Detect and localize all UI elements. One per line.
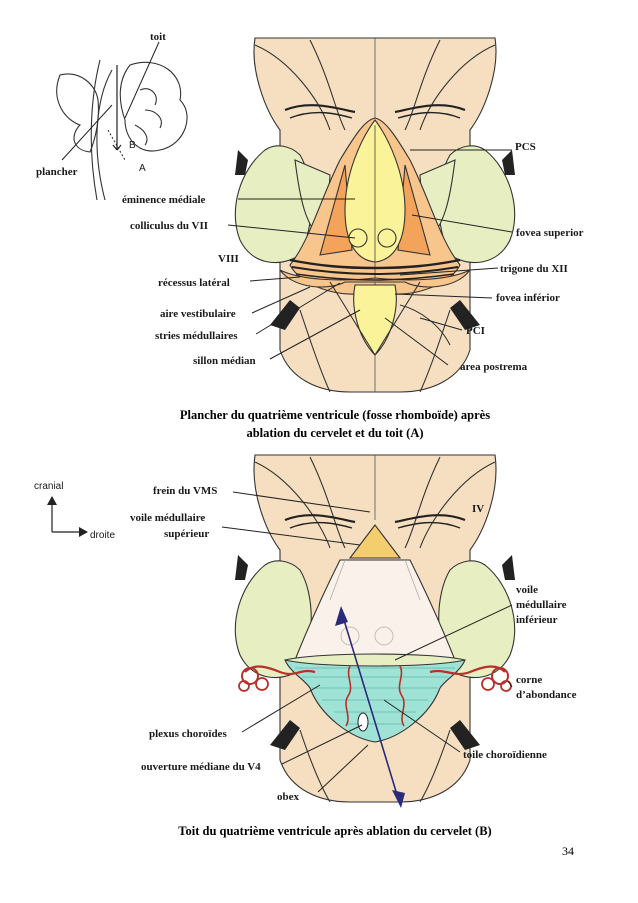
page-number: 34 bbox=[562, 844, 574, 858]
label-aire-vestibulaire: aire vestibulaire bbox=[160, 308, 236, 320]
label-voile-inf-line1: voile bbox=[516, 584, 538, 596]
inset-letter-a: A bbox=[139, 163, 146, 174]
caption-b: Toit du quatrième ventricule après ablat… bbox=[178, 824, 491, 838]
label-iv: IV bbox=[472, 503, 484, 515]
label-fovea-inferior: fovea inférior bbox=[496, 292, 560, 304]
caption-a-line2: ablation du cervelet et du toit (A) bbox=[246, 426, 423, 440]
label-fovea-superior: fovea superior bbox=[516, 227, 584, 239]
figure-a-labels: PCS éminence médiale colliculus du VII f… bbox=[122, 141, 584, 373]
label-plancher: plancher bbox=[36, 166, 78, 178]
label-voile-inf-line2: médullaire bbox=[516, 599, 567, 611]
label-pcs: PCS bbox=[515, 141, 536, 153]
figure-b-roof-diagram bbox=[234, 454, 516, 808]
label-area-postrema: area postrema bbox=[460, 361, 528, 373]
caption-a-line1: Plancher du quatrième ventricule (fosse … bbox=[180, 408, 490, 422]
label-voile-sup-line2: supérieur bbox=[164, 528, 209, 540]
label-toile-choroidienne: toile choroïdienne bbox=[463, 749, 547, 761]
label-viii: VIII bbox=[218, 253, 239, 265]
label-toit: toit bbox=[150, 31, 166, 43]
orientation-indicator: cranial droite bbox=[34, 481, 115, 541]
label-plexus-choroides: plexus choroïdes bbox=[149, 728, 227, 740]
label-sillon-median: sillon médian bbox=[193, 355, 256, 367]
label-colliculus-vii: colliculus du VII bbox=[130, 220, 208, 232]
label-corne-line2: d’abondance bbox=[516, 689, 577, 701]
figure-a-floor-diagram bbox=[234, 37, 516, 393]
label-frein-vms: frein du VMS bbox=[153, 485, 217, 497]
inset-sagittal-sketch: B A toit plancher bbox=[36, 31, 188, 201]
label-ouverture-mediane: ouverture médiane du V4 bbox=[141, 761, 261, 773]
label-trigone-xii: trigone du XII bbox=[500, 263, 568, 275]
label-voile-inf-line3: inférieur bbox=[516, 614, 558, 626]
label-recessus-lateral: récessus latéral bbox=[158, 277, 230, 289]
label-voile-sup-line1: voile médullaire bbox=[130, 512, 205, 524]
label-stries-medullaires: stries médullaires bbox=[155, 330, 238, 342]
label-pci: PCI bbox=[466, 325, 485, 337]
orientation-cranial: cranial bbox=[34, 481, 63, 492]
label-obex: obex bbox=[277, 791, 300, 803]
label-corne-line1: corne bbox=[516, 674, 542, 686]
label-eminence-mediale: éminence médiale bbox=[122, 194, 206, 206]
figure-b-labels: frein du VMS IV voile médullaire supérie… bbox=[130, 485, 577, 803]
orientation-droite: droite bbox=[90, 530, 115, 541]
inset-letter-b: B bbox=[129, 140, 136, 151]
